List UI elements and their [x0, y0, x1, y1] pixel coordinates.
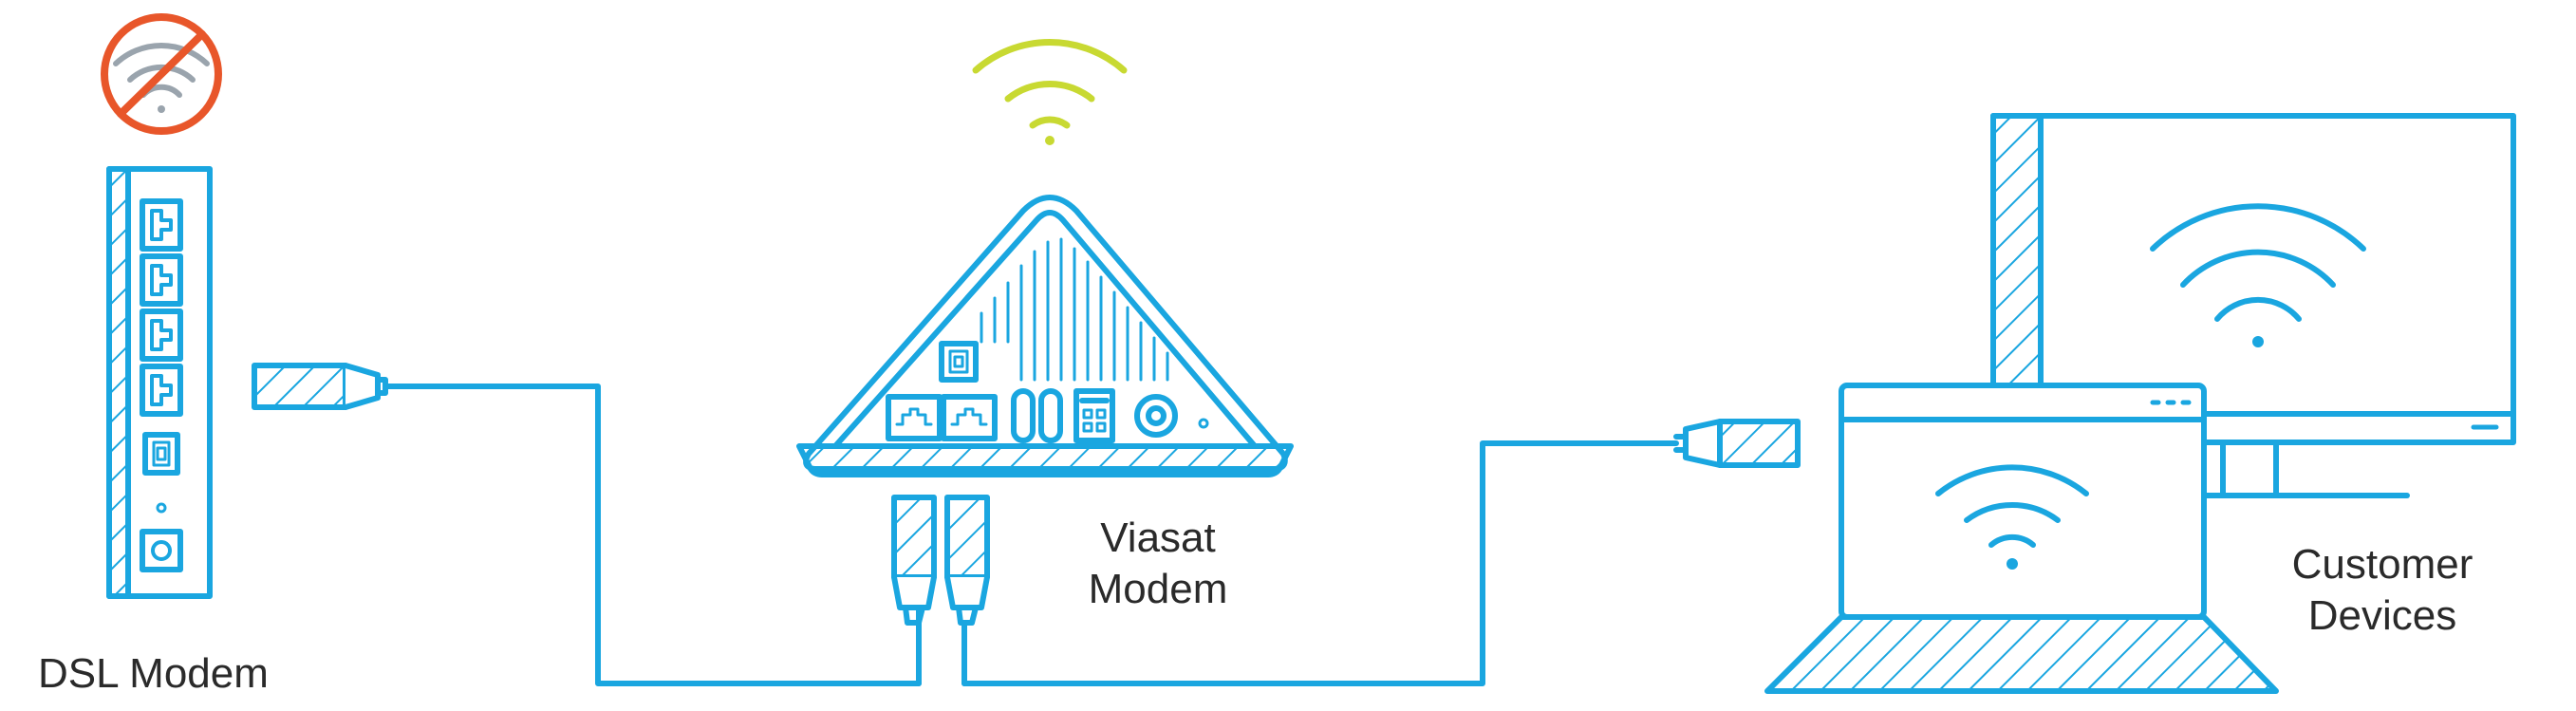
customer-devices-label-line1: Customer — [2291, 541, 2473, 588]
customer-devices-label: Customer Devices — [2259, 539, 2506, 642]
ethernet-plug-left — [891, 495, 937, 626]
modem-power-port — [1134, 394, 1178, 438]
modem-switch — [1073, 388, 1115, 443]
ethernet-cable-dsl — [252, 363, 922, 686]
viasat-modem — [796, 195, 1294, 477]
dsl-modem — [106, 166, 213, 599]
modem-usb-ports — [1011, 388, 1063, 443]
modem-ethernet-ports — [886, 394, 998, 441]
viasat-modem-label-line2: Modem — [1088, 566, 1228, 612]
modem-phone-port — [939, 341, 979, 383]
ethernet-cable-devices — [961, 419, 1801, 686]
viasat-modem-label: Viasat Modem — [1054, 513, 1262, 615]
dsl-power-port — [140, 529, 183, 572]
laptop — [1764, 383, 2279, 694]
wifi-icon — [2150, 203, 2366, 347]
dsl-modem-label: DSL Modem — [38, 650, 269, 697]
ethernet-plug-right — [944, 495, 990, 626]
modem-led — [1198, 418, 1209, 429]
dsl-led — [156, 502, 167, 514]
wifi-active-icon — [972, 39, 1128, 145]
wifi-icon — [1935, 464, 2089, 570]
dsl-ethernet-ports — [140, 198, 183, 417]
viasat-modem-label-line1: Viasat — [1100, 515, 1216, 561]
modem-vents — [980, 237, 1169, 382]
wifi-disabled-icon — [101, 13, 222, 135]
dsl-phone-port — [142, 432, 180, 476]
customer-devices-label-line2: Devices — [2307, 592, 2457, 639]
